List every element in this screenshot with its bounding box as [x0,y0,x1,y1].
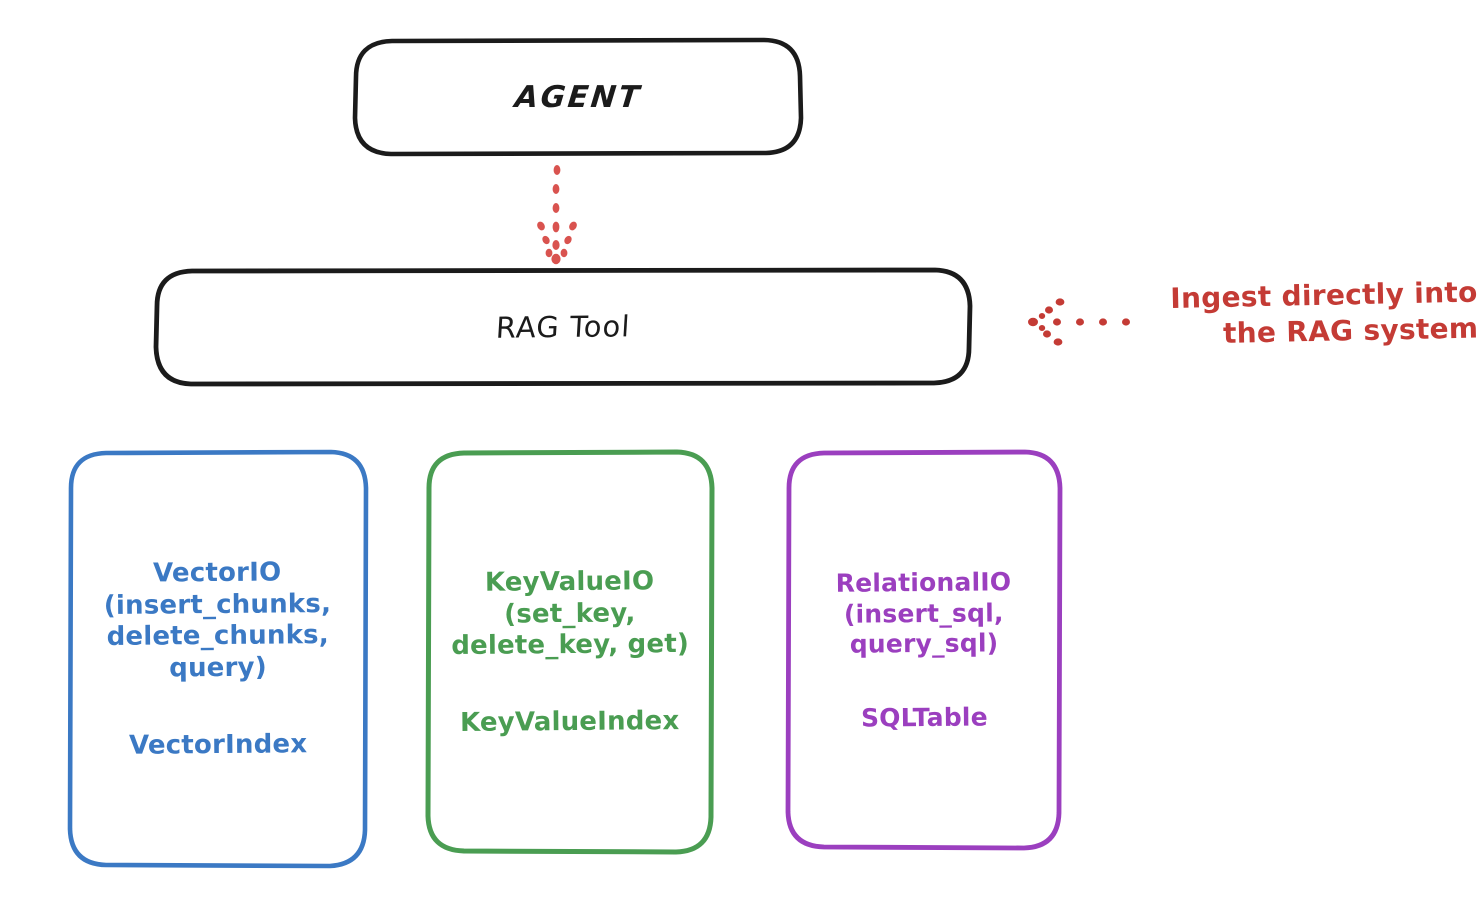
key-value-io-title: KeyValueIO (set_key, delete_key, get) [451,566,690,662]
relational-io-box-outline [785,449,1063,851]
agent-node[interactable]: AGENT [355,40,802,155]
vector-io-box-outline [67,449,369,869]
agent-to-rag-dotted-arrow [537,165,577,265]
key-value-io-box-outline [425,449,715,855]
rag-tool-label: RAG Tool [494,309,632,345]
agent-box-outline [352,37,804,157]
rag-tool-box-outline [153,267,973,387]
vector-io-index: VectorIndex [128,729,308,762]
relational-io-node[interactable]: RelationalIO (insert_sql, query_sql) SQL… [788,452,1060,848]
key-value-io-node[interactable]: KeyValueIO (set_key, delete_key, get) Ke… [428,452,712,852]
key-value-io-index: KeyValueIndex [460,705,680,738]
rag-tool-node[interactable]: RAG Tool [156,270,970,384]
ingest-dotted-arrow [1028,298,1130,346]
ingest-annotation-text: Ingest directly into the RAG system [1169,275,1479,351]
relational-io-title: RelationalIO (insert_sql, query_sql) [835,566,1012,659]
relational-io-index: SQLTable [860,702,988,733]
vector-io-node[interactable]: VectorIO (insert_chunks, delete_chunks, … [70,452,366,866]
agent-label: AGENT [513,80,644,115]
vector-io-title: VectorIO (insert_chunks, delete_chunks, … [104,557,332,684]
